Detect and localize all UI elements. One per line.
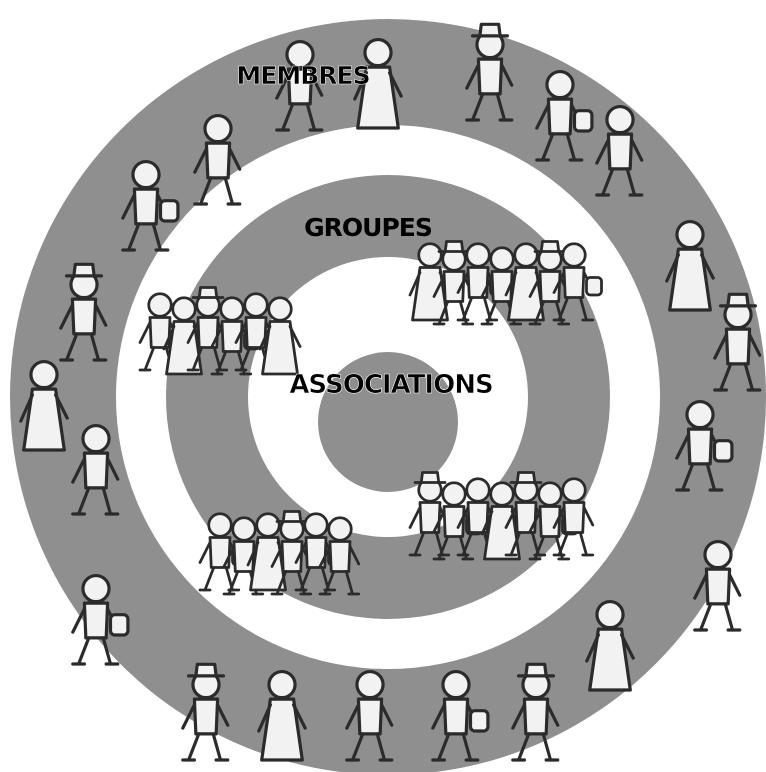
group-figure	[552, 477, 595, 557]
inner-core	[318, 352, 458, 492]
member-figure	[713, 292, 762, 392]
group-figure	[222, 516, 265, 596]
group-figure	[528, 481, 579, 561]
group-figure	[270, 510, 313, 596]
member-figure	[431, 669, 490, 762]
group-figure	[504, 471, 547, 557]
group-figure	[552, 242, 603, 322]
group-figure	[258, 296, 302, 376]
member-figure	[59, 262, 108, 362]
member-figure	[345, 669, 394, 762]
member-figure	[595, 104, 644, 197]
group-figure	[246, 512, 290, 592]
member-figure	[665, 219, 715, 312]
member-figure	[121, 159, 180, 252]
member-figure	[193, 113, 242, 206]
member-figure	[353, 37, 403, 130]
label-groupes: GROUPES	[304, 213, 432, 242]
member-figure	[585, 599, 635, 692]
group-figure	[198, 512, 249, 592]
people-layer	[19, 22, 762, 762]
member-figure	[257, 669, 307, 762]
member-figure	[693, 539, 742, 632]
member-figure	[511, 662, 560, 762]
member-figure	[19, 359, 69, 452]
member-figure	[675, 399, 734, 492]
group-figure	[408, 471, 451, 557]
member-figure	[181, 662, 230, 762]
member-figure	[275, 39, 324, 132]
label-associations: ASSOCIATIONS	[289, 370, 492, 400]
group-figure	[318, 516, 361, 596]
member-figure	[535, 69, 594, 162]
member-figure	[465, 22, 514, 122]
label-membres: MEMBRES	[236, 61, 369, 90]
member-figure	[71, 423, 120, 516]
member-figure	[71, 573, 130, 666]
